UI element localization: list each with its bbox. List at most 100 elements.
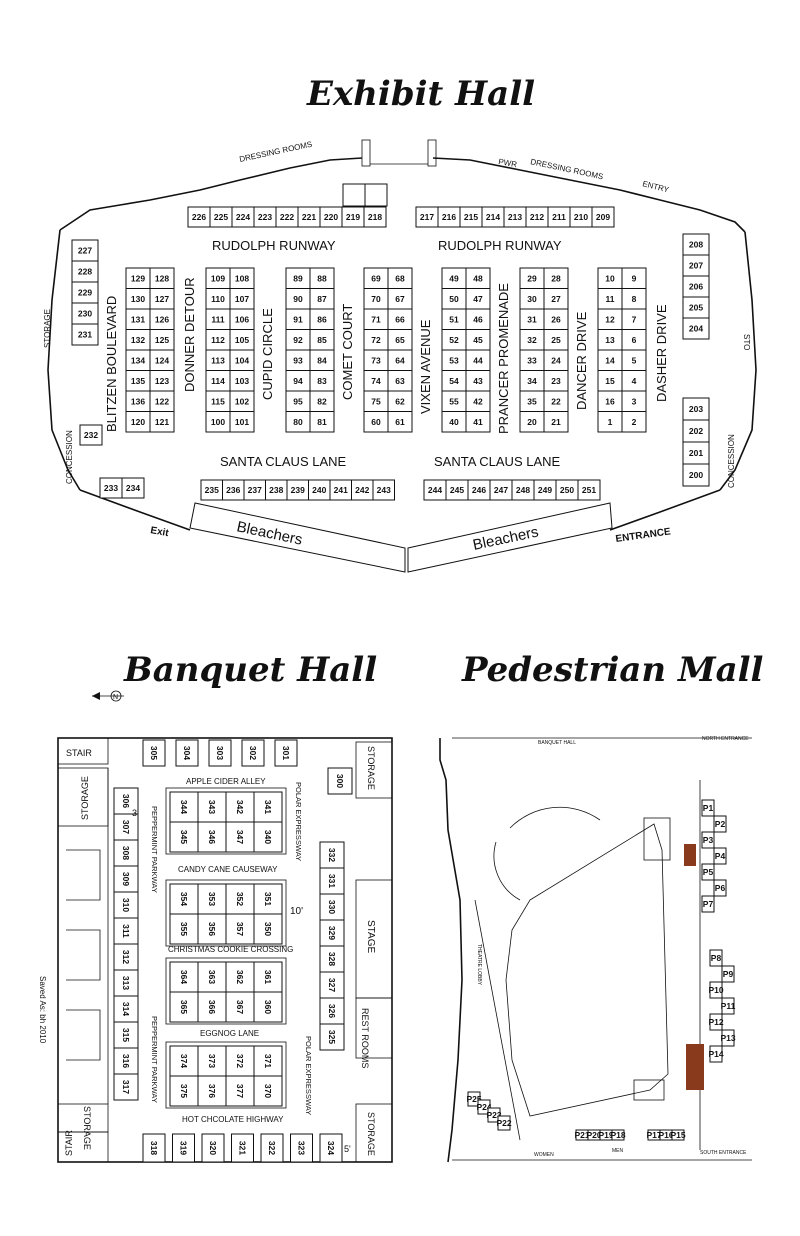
booth[interactable]: 218 xyxy=(363,206,387,228)
booth[interactable]: 340 xyxy=(253,821,283,853)
booth[interactable]: 376 xyxy=(197,1075,227,1107)
booth[interactable]: P23 xyxy=(486,1107,502,1123)
booth[interactable]: 68 xyxy=(387,267,413,289)
booth[interactable]: 4 xyxy=(621,370,647,392)
booth[interactable]: 320 xyxy=(201,1133,225,1163)
booth[interactable]: 81 xyxy=(309,411,335,433)
booth[interactable]: 87 xyxy=(309,288,335,310)
booth[interactable]: 82 xyxy=(309,390,335,412)
booth[interactable]: 27 xyxy=(543,288,569,310)
booth[interactable]: 131 xyxy=(125,308,151,330)
booth[interactable]: 52 xyxy=(441,329,467,351)
booth[interactable]: 122 xyxy=(149,390,175,412)
booth[interactable]: 377 xyxy=(225,1075,255,1107)
booth[interactable]: 89 xyxy=(285,267,311,289)
booth[interactable]: 45 xyxy=(465,329,491,351)
booth[interactable]: 126 xyxy=(149,308,175,330)
booth[interactable]: 106 xyxy=(229,308,255,330)
booth[interactable]: 346 xyxy=(197,821,227,853)
booth[interactable]: 26 xyxy=(543,308,569,330)
booth[interactable]: P7 xyxy=(701,895,715,913)
booth[interactable]: 213 xyxy=(503,206,527,228)
booth[interactable]: 10 xyxy=(597,267,623,289)
booth[interactable]: 100 xyxy=(205,411,231,433)
booth[interactable]: 219 xyxy=(341,206,365,228)
booth[interactable]: 134 xyxy=(125,349,151,371)
booth[interactable]: 310 xyxy=(113,891,139,919)
booth[interactable]: 239 xyxy=(286,479,309,501)
booth[interactable]: 21 xyxy=(543,411,569,433)
booth[interactable]: P9 xyxy=(721,965,735,983)
booth[interactable]: 25 xyxy=(543,329,569,351)
booth[interactable]: 351 xyxy=(253,883,283,915)
booth[interactable]: 85 xyxy=(309,329,335,351)
booth[interactable]: 356 xyxy=(197,913,227,945)
booth[interactable]: 102 xyxy=(229,390,255,412)
booth[interactable]: 316 xyxy=(113,1047,139,1075)
booth[interactable]: 35 xyxy=(519,390,545,412)
booth[interactable]: P24 xyxy=(476,1099,492,1115)
booth[interactable]: 130 xyxy=(125,288,151,310)
booth[interactable]: 325 xyxy=(319,1023,345,1051)
booth[interactable]: 216 xyxy=(437,206,461,228)
booth[interactable]: 107 xyxy=(229,288,255,310)
booth[interactable]: 86 xyxy=(309,308,335,330)
booth[interactable]: 74 xyxy=(363,370,389,392)
booth[interactable]: 16 xyxy=(597,390,623,412)
booth[interactable]: 2 xyxy=(621,411,647,433)
booth[interactable]: 73 xyxy=(363,349,389,371)
booth[interactable]: 224 xyxy=(231,206,255,228)
booth[interactable]: 43 xyxy=(465,370,491,392)
booth[interactable]: 15 xyxy=(597,370,623,392)
booth[interactable]: 30 xyxy=(519,288,545,310)
booth[interactable]: 341 xyxy=(253,791,283,823)
booth[interactable]: P12 xyxy=(708,1013,724,1031)
booth[interactable]: 360 xyxy=(253,991,283,1023)
booth[interactable]: 61 xyxy=(387,411,413,433)
booth[interactable]: 51 xyxy=(441,308,467,330)
booth[interactable]: 31 xyxy=(519,308,545,330)
booth[interactable]: 13 xyxy=(597,329,623,351)
booth[interactable]: P11 xyxy=(721,997,736,1015)
booth[interactable]: 110 xyxy=(205,288,231,310)
booth[interactable]: 5 xyxy=(621,349,647,371)
booth[interactable]: 32 xyxy=(519,329,545,351)
booth[interactable]: 20 xyxy=(519,411,545,433)
booth[interactable]: 109 xyxy=(205,267,231,289)
booth[interactable]: 311 xyxy=(113,917,139,945)
booth[interactable]: 247 xyxy=(489,479,513,501)
booth[interactable]: 236 xyxy=(222,479,245,501)
booth[interactable]: 112 xyxy=(205,329,231,351)
booth[interactable]: 250 xyxy=(555,479,579,501)
booth[interactable]: P5 xyxy=(701,863,715,881)
booth[interactable]: 9 xyxy=(621,267,647,289)
booth[interactable]: 323 xyxy=(290,1133,313,1163)
booth[interactable]: 80 xyxy=(285,411,311,433)
booth[interactable]: P22 xyxy=(496,1115,512,1131)
booth[interactable]: 210 xyxy=(569,206,593,228)
booth[interactable]: 29 xyxy=(519,267,545,289)
booth[interactable]: 342 xyxy=(225,791,255,823)
booth[interactable]: 49 xyxy=(441,267,467,289)
booth[interactable]: 242 xyxy=(351,479,374,501)
booth[interactable]: P18 xyxy=(610,1129,626,1141)
booth[interactable]: 48 xyxy=(465,267,491,289)
booth[interactable]: 366 xyxy=(197,991,227,1023)
booth[interactable]: P14 xyxy=(708,1045,724,1063)
booth[interactable]: 129 xyxy=(125,267,151,289)
booth[interactable]: P2 xyxy=(713,815,727,833)
booth[interactable]: 232 xyxy=(79,424,103,446)
booth[interactable]: 303 xyxy=(208,739,232,767)
booth[interactable]: P3 xyxy=(701,831,715,849)
booth[interactable]: 1 xyxy=(597,411,623,433)
booth[interactable]: 319 xyxy=(172,1133,195,1163)
booth[interactable]: 331 xyxy=(319,867,345,895)
booth[interactable]: 63 xyxy=(387,370,413,392)
booth[interactable]: 88 xyxy=(309,267,335,289)
booth[interactable]: 328 xyxy=(319,945,345,973)
booth[interactable]: 326 xyxy=(319,997,345,1025)
booth[interactable]: 221 xyxy=(297,206,321,228)
booth[interactable]: 101 xyxy=(229,411,255,433)
booth[interactable]: 14 xyxy=(597,349,623,371)
booth[interactable]: 237 xyxy=(243,479,266,501)
